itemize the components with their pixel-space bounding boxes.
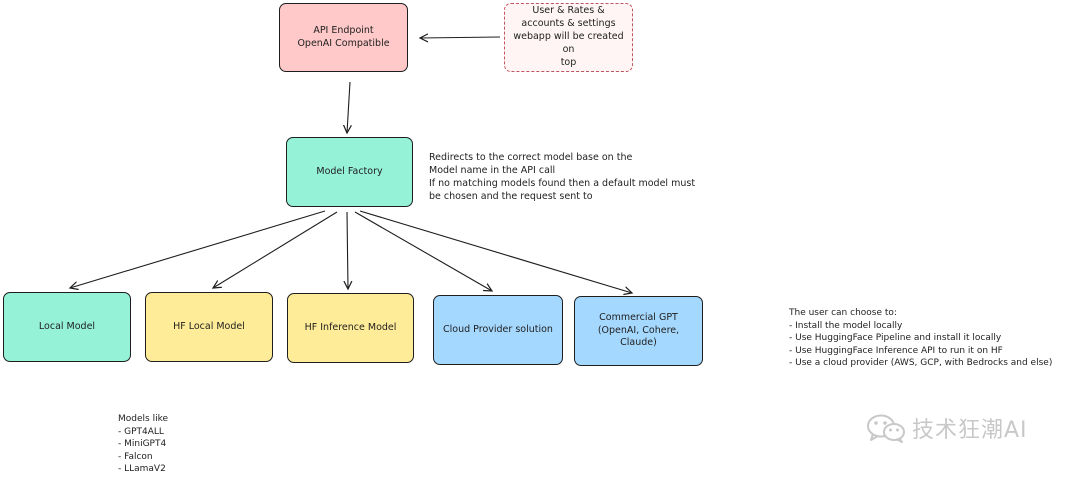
hf-inference-model-label: HF Inference Model xyxy=(304,321,397,333)
arrow-factory-to-hf-inference-model xyxy=(347,211,348,289)
api-endpoint-label: API Endpoint OpenAI Compatible xyxy=(297,24,390,49)
local-model-node: Local Model xyxy=(3,292,131,362)
arrow-api-to-factory xyxy=(347,81,350,133)
wechat-icon xyxy=(867,414,905,443)
webapp-note-node: User & Rates & accounts & settings webap… xyxy=(504,3,633,72)
cloud-provider-node: Cloud Provider solution xyxy=(433,295,563,365)
arrow-factory-to-cloud-provider xyxy=(354,211,492,291)
watermark-text: 技术狂潮AI xyxy=(912,418,1028,443)
model-factory-node: Model Factory xyxy=(286,137,413,207)
arrow-factory-to-local-model xyxy=(70,210,326,288)
webapp-note-label: User & Rates & accounts & settings webap… xyxy=(513,5,624,68)
factory-description-note: Redirects to the correct model base on t… xyxy=(429,152,696,202)
user-choices-note: The user can choose to: - Install the mo… xyxy=(789,308,1053,368)
model-factory-label: Model Factory xyxy=(316,165,383,177)
arrow-factory-to-hf-local-model xyxy=(213,211,338,288)
hf-inference-model-node: HF Inference Model xyxy=(287,293,414,363)
api-endpoint-node: API Endpoint OpenAI Compatible xyxy=(279,3,408,72)
local-model-label: Local Model xyxy=(38,320,96,332)
arrow-factory-to-commercial-gpt xyxy=(359,210,632,293)
cloud-provider-label: Cloud Provider solution xyxy=(443,323,553,335)
models-like-note: Models like - GPT4ALL - MiniGPT4 - Falco… xyxy=(118,414,169,474)
hf-local-model-node: HF Local Model xyxy=(145,292,273,362)
watermark: 技术狂潮AI xyxy=(866,412,1028,444)
commercial-gpt-node: Commercial GPT (OpenAI, Cohere, Claude) xyxy=(574,296,703,366)
commercial-gpt-label: Commercial GPT (OpenAI, Cohere, Claude) xyxy=(597,311,680,349)
arrow-webapp-to-api xyxy=(420,37,501,38)
hf-local-model-label: HF Local Model xyxy=(173,320,245,332)
